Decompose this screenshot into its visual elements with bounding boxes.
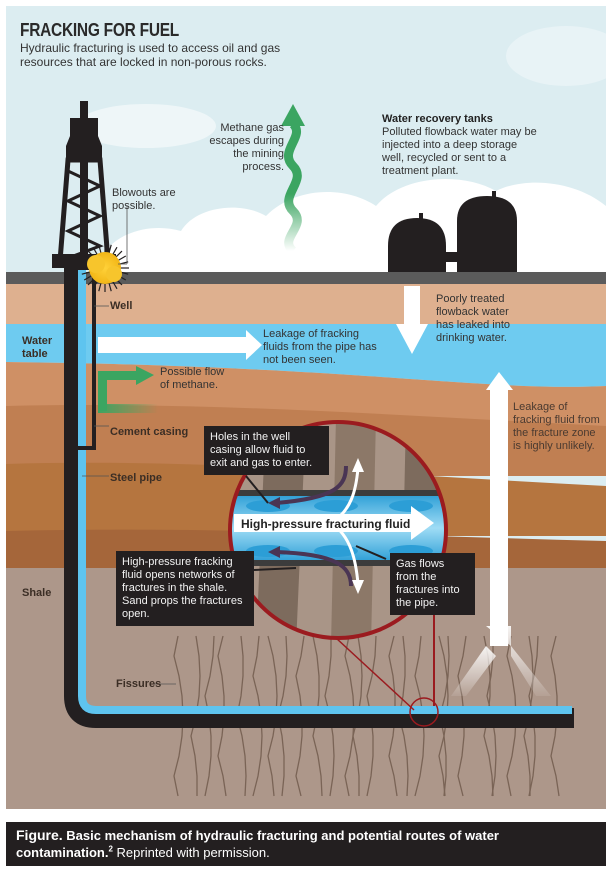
tanks-title: Water recovery tanks (382, 113, 493, 125)
leakage-fracture-label: Leakage of fracking fluid from the fract… (513, 401, 600, 452)
well-label: Well (110, 300, 133, 312)
blowouts-label: Blowouts are possible. (112, 187, 176, 212)
high-pressure-fluid-label: High-pressure fracturing fluid (238, 516, 414, 532)
fracture-fan (451, 386, 551, 696)
blowout-burst-icon (81, 206, 129, 292)
cloud-faint (506, 26, 606, 86)
caption-lead: Figure. (16, 827, 63, 843)
leakage-pipe-label: Leakage of fracking fluids from the pipe… (263, 328, 377, 366)
poorly-treated-label: Poorly treated flowback water has leaked… (436, 293, 510, 344)
ground-surface (6, 272, 606, 284)
water-recovery-tanks-icon (388, 191, 517, 272)
caption-reference: 2 (108, 844, 113, 854)
methane-flow-label: Possible flow of methane. (160, 366, 225, 391)
detail-marker-ring (409, 697, 439, 727)
up-arrow-icon (486, 372, 513, 390)
cloud-small (76, 104, 216, 148)
down-arrow-icon (396, 286, 428, 354)
methane-escape-label: Methane gas escapes during the mining pr… (209, 122, 284, 173)
figure-caption: Figure. Basic mechanism of hydraulic fra… (6, 822, 606, 866)
fissures-label: Fissures (116, 678, 162, 690)
detail-zoom-ring (228, 420, 448, 640)
cement-casing-label: Cement casing (110, 426, 189, 438)
topsoil-layer (6, 284, 606, 324)
holes-callout: Holes in the well casing allow fluid to … (204, 426, 329, 475)
gas-flows-callout: Gas flows from the fractures into the pi… (390, 553, 475, 615)
fracking-diagram: FRACKING FOR FUEL Hydraulic fracturing i… (6, 6, 606, 809)
methane-wavy-arrow-icon (281, 104, 305, 255)
water-table-label: Water table (22, 335, 53, 360)
shale-label: Shale (22, 587, 52, 599)
leader-lines (82, 305, 176, 685)
methane-arrows (98, 366, 158, 413)
page-subtitle: Hydraulic fracturing is used to access o… (20, 41, 281, 69)
caption-text: Basic mechanism of hydraulic fracturing … (16, 828, 499, 860)
opens-networks-callout: High-pressure fracking fluid opens netwo… (116, 551, 254, 626)
tanks-description: Polluted flowback water may be injected … (382, 126, 537, 177)
right-arrow-icon (98, 330, 262, 360)
page-title: FRACKING FOR FUEL (20, 20, 180, 40)
steel-pipe-label: Steel pipe (110, 472, 162, 484)
caption-tail: Reprinted with permission. (112, 845, 270, 860)
